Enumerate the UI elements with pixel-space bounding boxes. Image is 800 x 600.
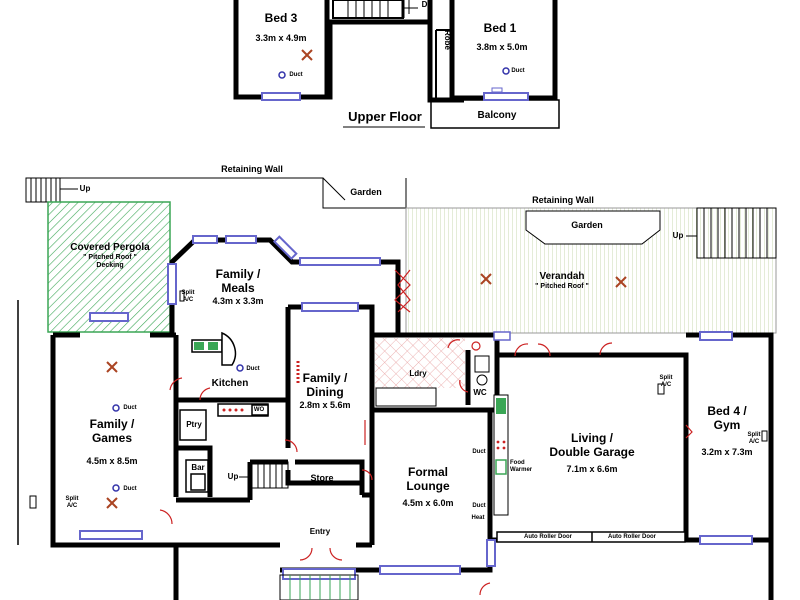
ptry-label: Ptry	[186, 420, 202, 429]
split-ac-label: Split A/C	[747, 432, 761, 445]
upper-windows	[261, 87, 529, 101]
duct-label: Duct	[246, 366, 260, 372]
right-stairs	[686, 207, 777, 259]
garden-label: Garden	[350, 187, 382, 197]
balcony-label: Balcony	[477, 110, 517, 121]
roller-door-label: Auto Roller Door	[524, 534, 572, 540]
green-unit	[496, 398, 506, 414]
bed3-label: Bed 3	[264, 11, 298, 25]
roller-door-label: Auto Roller Door	[608, 534, 656, 540]
family-games-label: Family / Games 4.5m x 8.5m	[86, 417, 138, 466]
duct-icon	[278, 71, 286, 79]
upper-floor-title: Upper Floor	[348, 109, 422, 124]
duct-icons	[112, 364, 244, 492]
lower-windows	[29, 235, 768, 580]
left-stairs	[25, 177, 407, 209]
wc-label: WC	[473, 388, 487, 397]
duct-label: Duct	[511, 68, 525, 74]
bed3-size: 3.3m x 4.9m	[255, 33, 307, 43]
formal-lounge-label: Formal Lounge 4.5m x 6.0m	[402, 465, 454, 508]
verandah-label: Verandah " Pitched Roof "	[535, 271, 589, 290]
family-meals-label: Family / Meals 4.3m x 3.3m	[212, 267, 264, 306]
duct-label: Duct	[472, 449, 486, 455]
pergola-label: Covered Pergola " Pitched Roof " Decking	[70, 242, 150, 269]
split-ac-label: Split A/C	[659, 375, 673, 388]
bed4-gym-label: Bed 4 / Gym 3.2m x 7.3m	[701, 404, 753, 457]
garden-bay	[525, 210, 661, 245]
kitchen-label: Kitchen	[211, 378, 249, 389]
wc-fixture	[474, 355, 490, 373]
duct-label: Duct	[123, 486, 137, 492]
ldry-floor	[375, 338, 465, 388]
store-label: Store	[310, 473, 334, 483]
bed1-size: 3.8m x 5.0m	[476, 42, 528, 52]
food-warmer-box	[495, 459, 507, 475]
heat-label: Heat	[471, 515, 485, 521]
split-ac-label: Split A/C	[65, 496, 79, 509]
hw-unit	[471, 341, 481, 351]
entry-steps	[279, 574, 359, 600]
duct-icon	[502, 67, 510, 75]
retaining-wall-label: Retaining Wall	[532, 195, 594, 205]
bed3-fan-mark	[301, 49, 313, 61]
garage-kitchen-strip	[493, 394, 509, 516]
up-label: Up	[227, 472, 239, 481]
duct-label: Duct	[289, 72, 303, 78]
ldry-label: Ldry	[409, 369, 427, 378]
duct-label: Duct	[472, 503, 486, 509]
robe-label: Robe	[443, 30, 453, 50]
retaining-wall-label: Retaining Wall	[221, 164, 283, 174]
bed1-label: Bed 1	[483, 21, 517, 35]
roller-doors	[496, 531, 686, 543]
kitchen-fixtures	[179, 331, 269, 493]
split-ac-label: Split A/C	[181, 290, 195, 303]
bar-label: Bar	[191, 463, 205, 472]
dn-label: Dn	[421, 0, 433, 9]
duct-label: Duct	[123, 405, 137, 411]
pergola-area	[47, 201, 171, 333]
door-swings	[159, 269, 693, 596]
garden-label: Garden	[571, 220, 603, 230]
store-stairs	[239, 461, 289, 489]
living-garage-label: Living / Double Garage 7.1m x 6.6m	[549, 431, 635, 474]
cooktop2-dots	[496, 440, 506, 450]
cooktop-dots	[222, 408, 244, 412]
wo-label: WO	[253, 407, 265, 413]
basin-fixture	[476, 374, 488, 386]
up-label: Up	[672, 231, 684, 240]
fan-marks	[106, 273, 627, 509]
family-dining-label: Family / Dining 2.8m x 5.6m	[299, 371, 351, 410]
food-warmer-label: Food Warmer	[510, 460, 533, 473]
ldry-bench	[375, 387, 437, 407]
entry-label: Entry	[309, 527, 331, 536]
up-label: Up	[79, 184, 91, 193]
